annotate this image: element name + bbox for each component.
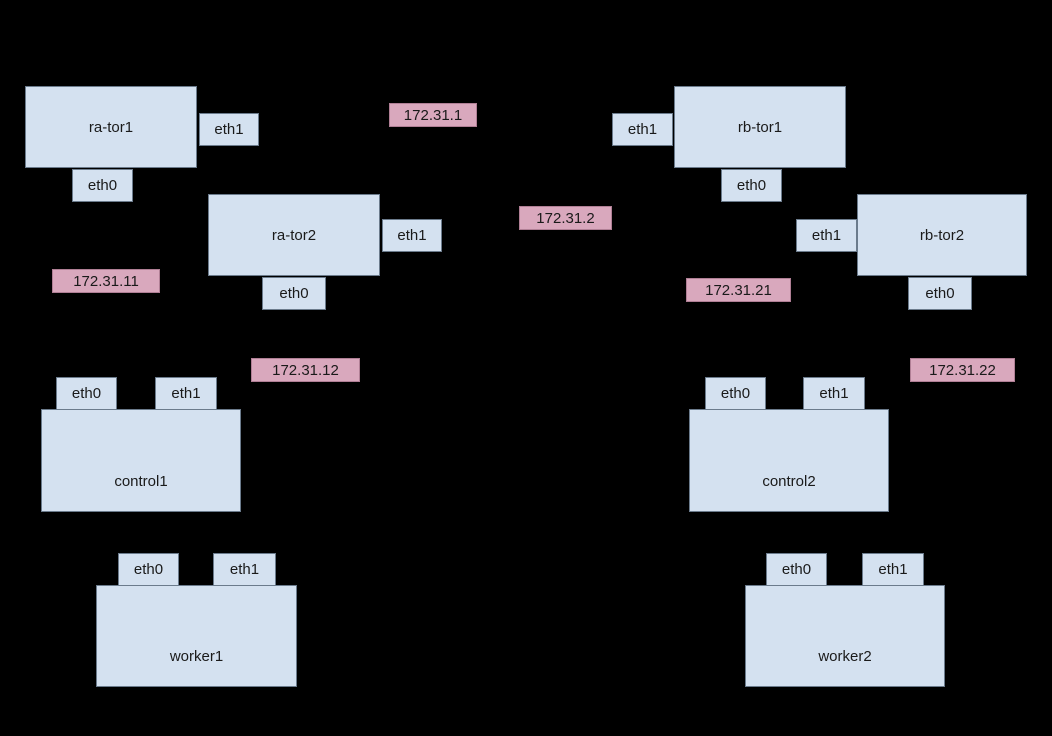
node-label-rb-tor1: rb-tor1 xyxy=(737,118,783,136)
network-label-text-net-172-31-12: 172.31.12 xyxy=(272,361,339,379)
interface-rb-tor1-eth0[interactable]: eth0 xyxy=(721,169,782,202)
node-label-rb-tor2: rb-tor2 xyxy=(919,226,965,244)
interface-control1-eth1[interactable]: eth1 xyxy=(155,377,217,410)
interface-label-control2-eth1: eth1 xyxy=(819,385,849,402)
interface-ra-tor1-eth0[interactable]: eth0 xyxy=(72,169,133,202)
node-label-worker1: worker1 xyxy=(169,648,224,665)
network-label-text-net-172-31-1: 172.31.1 xyxy=(403,106,463,124)
interface-rb-tor2-eth1[interactable]: eth1 xyxy=(796,219,857,252)
node-ra-tor1[interactable]: ra-tor1 xyxy=(25,86,197,168)
node-rb-tor1[interactable]: rb-tor1 xyxy=(674,86,846,168)
node-ra-tor2[interactable]: ra-tor2 xyxy=(208,194,380,276)
node-label-worker2: worker2 xyxy=(818,648,872,665)
node-worker1[interactable]: worker1 xyxy=(96,585,297,687)
interface-label-rb-tor1-eth0: eth0 xyxy=(736,177,767,194)
network-label-text-net-172-31-11: 172.31.11 xyxy=(73,272,139,290)
interface-label-control1-eth0: eth0 xyxy=(71,385,102,402)
network-label-net-172-31-2[interactable]: 172.31.2 xyxy=(519,206,612,230)
interface-control2-eth0[interactable]: eth0 xyxy=(705,377,766,410)
network-label-net-172-31-21[interactable]: 172.31.21 xyxy=(686,278,791,302)
interface-label-ra-tor2-eth1: eth1 xyxy=(397,227,427,244)
network-label-text-net-172-31-22: 172.31.22 xyxy=(929,361,996,379)
interface-label-ra-tor1-eth1: eth1 xyxy=(214,121,244,138)
interface-ra-tor2-eth1[interactable]: eth1 xyxy=(382,219,442,252)
network-label-net-172-31-11[interactable]: 172.31.11 xyxy=(52,269,160,293)
interface-worker2-eth1[interactable]: eth1 xyxy=(862,553,924,586)
interface-label-rb-tor1-eth1: eth1 xyxy=(627,121,658,138)
interface-label-control2-eth0: eth0 xyxy=(720,385,751,402)
interface-label-worker1-eth0: eth0 xyxy=(133,561,164,578)
node-label-control2: control2 xyxy=(762,473,816,490)
interface-worker1-eth1[interactable]: eth1 xyxy=(213,553,276,586)
interface-label-worker1-eth1: eth1 xyxy=(229,561,260,578)
interface-label-worker2-eth1: eth1 xyxy=(878,561,908,578)
node-label-ra-tor1: ra-tor1 xyxy=(88,118,134,136)
node-label-control1: control1 xyxy=(114,473,168,490)
interface-worker2-eth0[interactable]: eth0 xyxy=(766,553,827,586)
node-control1[interactable]: control1 xyxy=(41,409,241,512)
interface-control1-eth0[interactable]: eth0 xyxy=(56,377,117,410)
node-control2[interactable]: control2 xyxy=(689,409,889,512)
network-label-net-172-31-1[interactable]: 172.31.1 xyxy=(389,103,477,127)
interface-control2-eth1[interactable]: eth1 xyxy=(803,377,865,410)
node-label-ra-tor2: ra-tor2 xyxy=(271,226,317,244)
network-label-text-net-172-31-21: 172.31.21 xyxy=(705,281,772,299)
network-label-net-172-31-12[interactable]: 172.31.12 xyxy=(251,358,360,382)
interface-label-control1-eth1: eth1 xyxy=(171,385,201,402)
interface-ra-tor1-eth1[interactable]: eth1 xyxy=(199,113,259,146)
network-label-net-172-31-22[interactable]: 172.31.22 xyxy=(910,358,1015,382)
node-worker2[interactable]: worker2 xyxy=(745,585,945,687)
interface-label-rb-tor2-eth0: eth0 xyxy=(925,285,955,302)
interface-label-rb-tor2-eth1: eth1 xyxy=(811,227,842,244)
interface-rb-tor1-eth1[interactable]: eth1 xyxy=(612,113,673,146)
interface-label-ra-tor2-eth0: eth0 xyxy=(279,285,309,302)
interface-ra-tor2-eth0[interactable]: eth0 xyxy=(262,277,326,310)
network-label-text-net-172-31-2: 172.31.2 xyxy=(536,209,595,227)
interface-label-worker2-eth0: eth0 xyxy=(781,561,812,578)
interface-label-ra-tor1-eth0: eth0 xyxy=(87,177,118,194)
interface-worker1-eth0[interactable]: eth0 xyxy=(118,553,179,586)
interface-rb-tor2-eth0[interactable]: eth0 xyxy=(908,277,972,310)
node-rb-tor2[interactable]: rb-tor2 xyxy=(857,194,1027,276)
